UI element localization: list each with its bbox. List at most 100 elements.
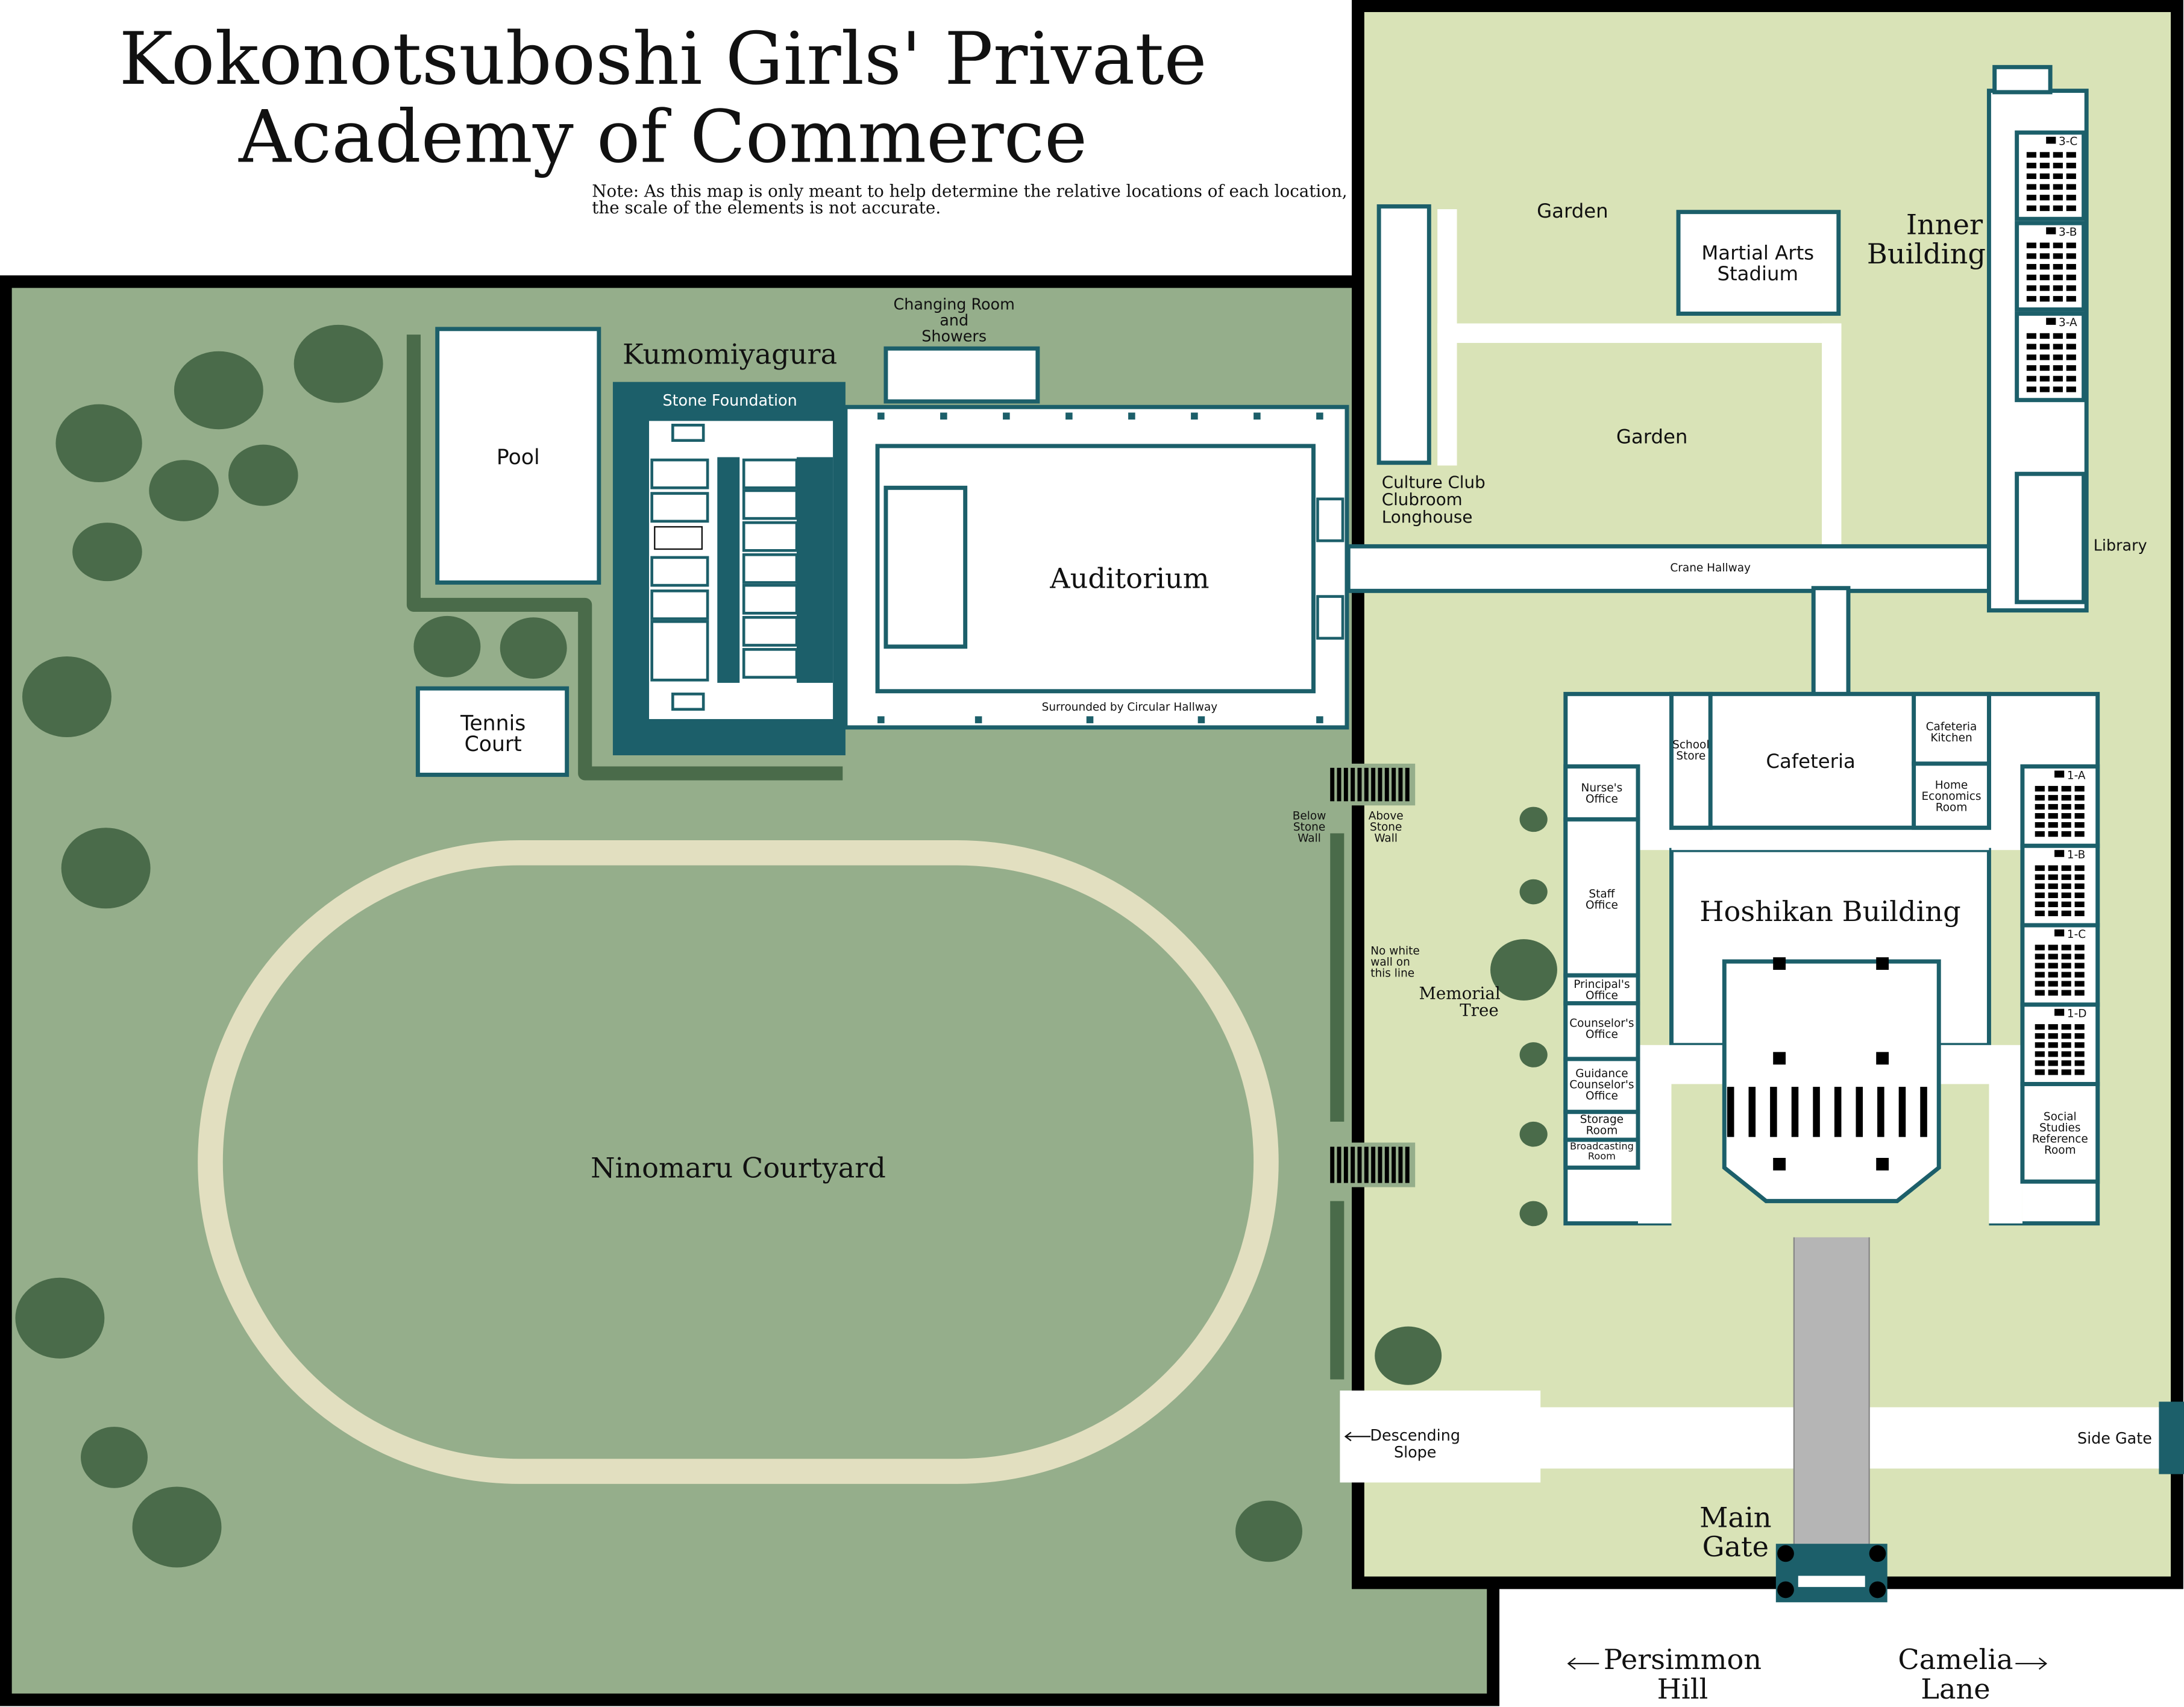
desk bbox=[2039, 263, 2050, 270]
desk bbox=[2061, 1069, 2071, 1075]
desk bbox=[2048, 910, 2058, 917]
desk bbox=[2053, 184, 2063, 190]
culture-club-longhouse bbox=[1376, 204, 1431, 465]
tree-icon bbox=[1235, 1500, 1302, 1562]
inner-top-stairs bbox=[1992, 64, 2053, 95]
desk bbox=[2048, 1033, 2058, 1039]
stair-step bbox=[1364, 767, 1369, 802]
classroom-desks bbox=[2026, 152, 2085, 1075]
stair-step bbox=[1364, 1146, 1369, 1183]
desk bbox=[2026, 274, 2037, 280]
crane-hallway bbox=[1346, 544, 1991, 593]
desk bbox=[2026, 365, 2037, 371]
desk bbox=[2053, 365, 2063, 371]
desk bbox=[2053, 163, 2063, 169]
desk bbox=[2074, 1033, 2085, 1039]
desk bbox=[2026, 195, 2037, 201]
main-gate[interactable] bbox=[1775, 1544, 1887, 1603]
desk bbox=[2074, 822, 2085, 828]
desk bbox=[2074, 910, 2085, 917]
desk bbox=[2061, 892, 2071, 898]
stair-step bbox=[1371, 1146, 1376, 1183]
desk bbox=[2061, 865, 2071, 871]
desk bbox=[2066, 184, 2076, 190]
desk bbox=[2074, 803, 2085, 810]
desk bbox=[2035, 1024, 2045, 1030]
desk bbox=[2074, 794, 2085, 801]
side-gate[interactable] bbox=[2159, 1401, 2184, 1474]
desk bbox=[2061, 990, 2071, 996]
desk bbox=[2053, 242, 2063, 248]
desk bbox=[2066, 365, 2076, 371]
stair-step bbox=[1337, 767, 1341, 802]
desk bbox=[2026, 386, 2037, 392]
auditorium-label: Auditorium bbox=[1049, 562, 1209, 595]
desk bbox=[2039, 354, 2050, 360]
desk bbox=[2074, 883, 2085, 889]
classroom-label: 3-C bbox=[2059, 136, 2077, 148]
desk bbox=[2061, 831, 2071, 837]
stairs-icon bbox=[671, 693, 705, 711]
desk bbox=[2048, 785, 2058, 792]
tree-icon bbox=[293, 324, 383, 403]
desk bbox=[2039, 173, 2050, 179]
memorial-tree-icon bbox=[1490, 939, 1557, 1001]
desk bbox=[2074, 785, 2085, 792]
desk bbox=[2048, 972, 2058, 978]
pool bbox=[435, 327, 601, 585]
desk bbox=[2053, 296, 2063, 302]
stairs-icon bbox=[1316, 595, 1345, 640]
desk bbox=[2066, 253, 2076, 259]
desk bbox=[2048, 963, 2058, 969]
tree-icon bbox=[55, 404, 142, 483]
classroom-label: 1-D bbox=[2067, 1008, 2087, 1020]
desk bbox=[2061, 794, 2071, 801]
desk bbox=[2074, 1069, 2085, 1075]
desk bbox=[2026, 263, 2037, 270]
desk bbox=[2074, 865, 2085, 871]
tree-icon bbox=[61, 828, 151, 909]
cafeteria-label: Cafeteria bbox=[1766, 750, 1855, 773]
library-label: Library bbox=[2094, 536, 2147, 554]
desk bbox=[2066, 173, 2076, 179]
note-line1: Note: As this map is only meant to help … bbox=[592, 181, 1347, 201]
desk bbox=[2026, 205, 2037, 212]
desk bbox=[2061, 822, 2071, 828]
tree-icon bbox=[1519, 879, 1548, 905]
desk bbox=[2039, 285, 2050, 291]
desk bbox=[2061, 1051, 2071, 1057]
desk bbox=[2048, 1051, 2058, 1057]
stair-step bbox=[1392, 1146, 1396, 1183]
shoe-locker bbox=[1748, 1087, 1756, 1137]
desk bbox=[2035, 822, 2045, 828]
ninomaru-courtyard-label: Ninomaru Courtyard bbox=[591, 1151, 886, 1184]
desk bbox=[2026, 184, 2037, 190]
stair-step bbox=[1405, 767, 1410, 802]
desk bbox=[2048, 954, 2058, 960]
desk bbox=[2074, 813, 2085, 819]
side-gate-label: Side Gate bbox=[2077, 1429, 2152, 1447]
desk bbox=[2039, 253, 2050, 259]
desk bbox=[2066, 296, 2076, 302]
desk bbox=[2035, 813, 2045, 819]
stage bbox=[883, 485, 968, 649]
tree-icon bbox=[81, 1427, 148, 1488]
desk bbox=[2035, 910, 2045, 917]
desk bbox=[2074, 990, 2085, 996]
changing-room bbox=[883, 346, 1040, 404]
desk bbox=[2074, 972, 2085, 978]
hoshikan-building bbox=[1563, 691, 2100, 1237]
desk bbox=[2066, 386, 2076, 392]
desk bbox=[2061, 803, 2071, 810]
desk bbox=[2061, 1060, 2071, 1066]
tree-icon bbox=[149, 460, 219, 521]
garden-label: Garden bbox=[1616, 425, 1688, 448]
